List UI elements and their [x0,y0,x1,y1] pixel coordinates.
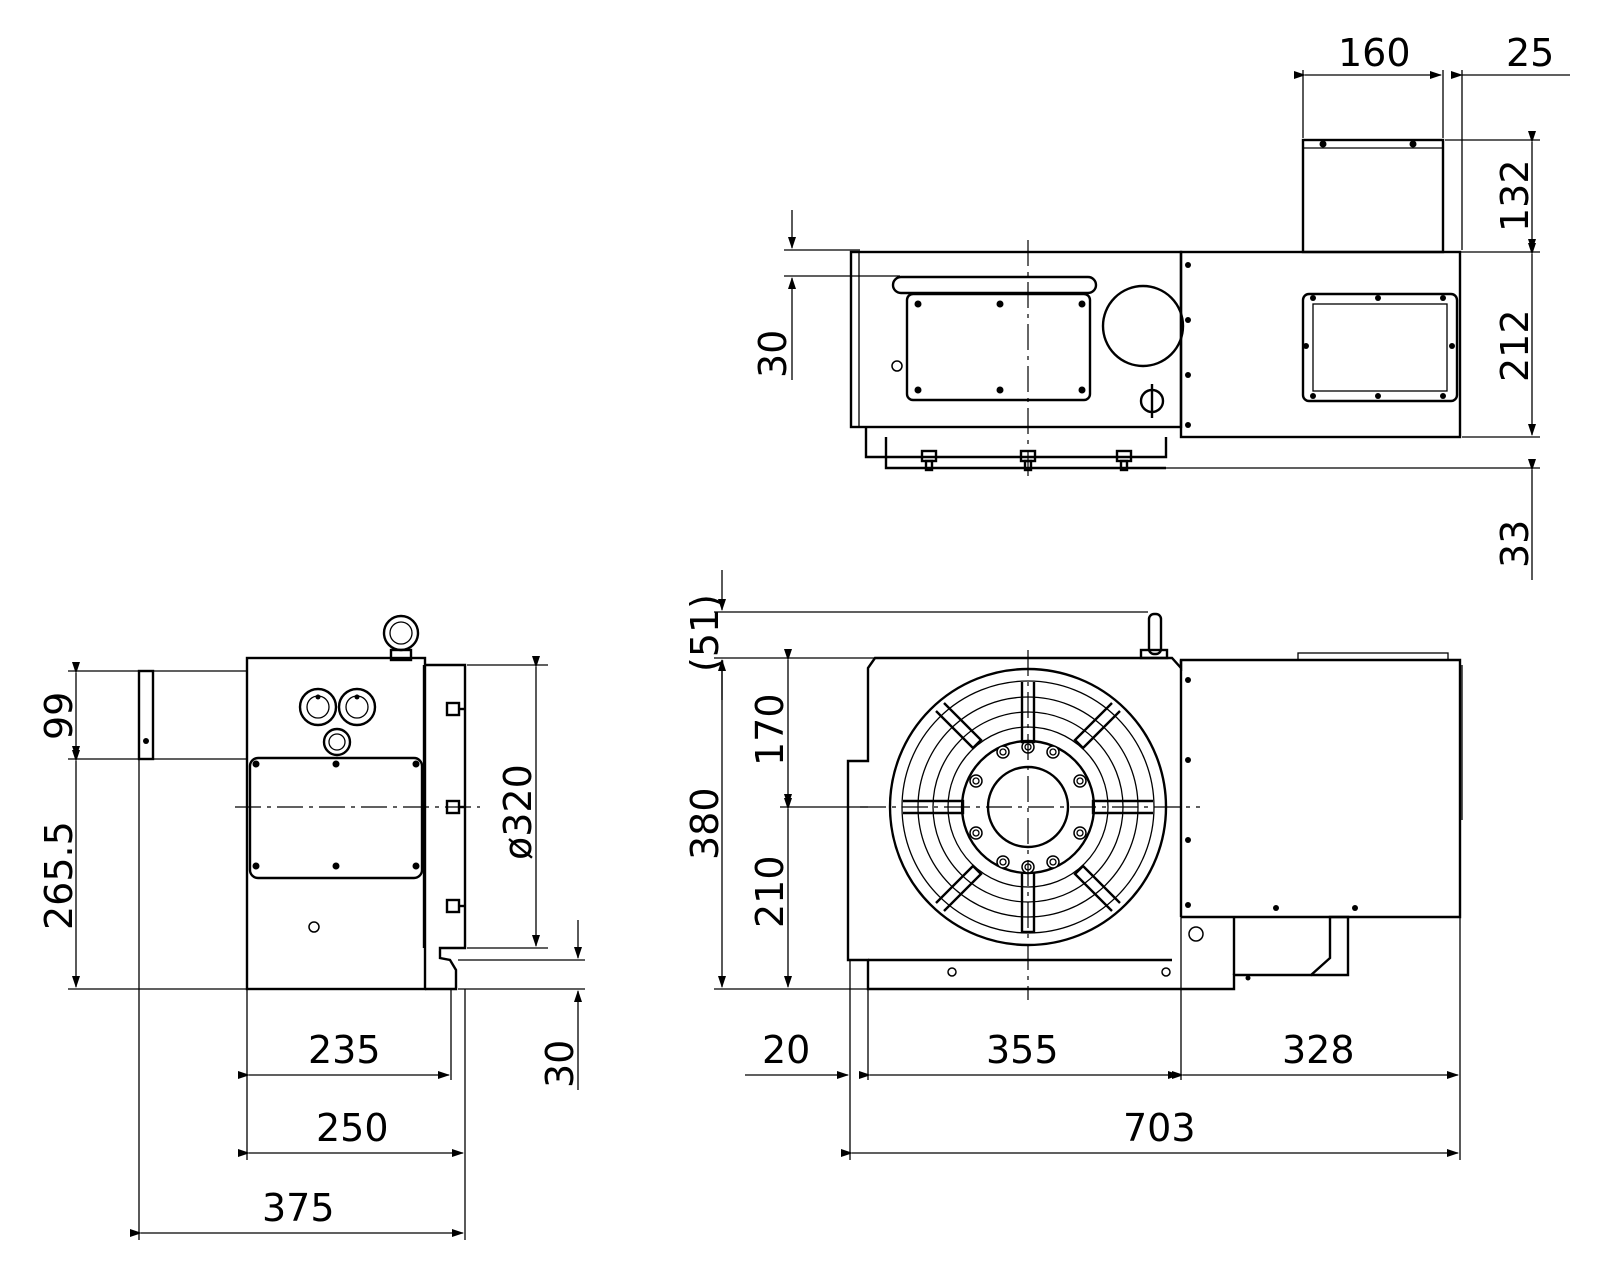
dim-51: (51) [683,594,727,672]
side-motor [137,669,155,761]
dim-703: 703 [1123,1106,1196,1150]
dim-33: 33 [1493,520,1537,568]
base-plate [864,427,1168,459]
dim-375: 375 [262,1186,335,1230]
top-view: 160 25 132 212 33 30 [751,31,1570,580]
dim-265-5: 265.5 [37,821,81,930]
dim-25: 25 [1506,31,1554,75]
motor-cover [1301,138,1445,254]
front-body [846,656,1462,991]
dim-132: 132 [1493,159,1537,232]
side-cover-plate [248,756,424,880]
dim-diameter-320: ø320 [496,764,540,860]
dim-250: 250 [316,1106,389,1150]
face-plate [425,663,467,991]
front-view: (51) 380 170 210 20 355 328 703 [683,570,1463,1160]
dim-99: 99 [37,692,81,740]
dim-30-top: 30 [751,330,795,378]
motor-window [1301,292,1459,403]
dim-235: 235 [308,1028,381,1072]
dim-170: 170 [748,693,792,766]
front-handle [1147,612,1163,656]
top-slot [891,275,1098,295]
dim-328: 328 [1282,1028,1355,1072]
dim-160: 160 [1338,31,1411,75]
motor-body [1179,250,1462,439]
cover-plate [905,292,1092,402]
dim-20: 20 [762,1028,810,1072]
dim-212: 212 [1493,309,1537,382]
lifting-eye [382,614,420,652]
side-view: 99 265.5 ø320 30 235 250 375 [37,614,585,1240]
round-port [1101,284,1185,368]
dim-355: 355 [986,1028,1059,1072]
t-slots [903,682,1153,934]
dim-380: 380 [683,787,727,860]
dim-210: 210 [748,855,792,928]
dim-30-base: 30 [538,1040,582,1088]
